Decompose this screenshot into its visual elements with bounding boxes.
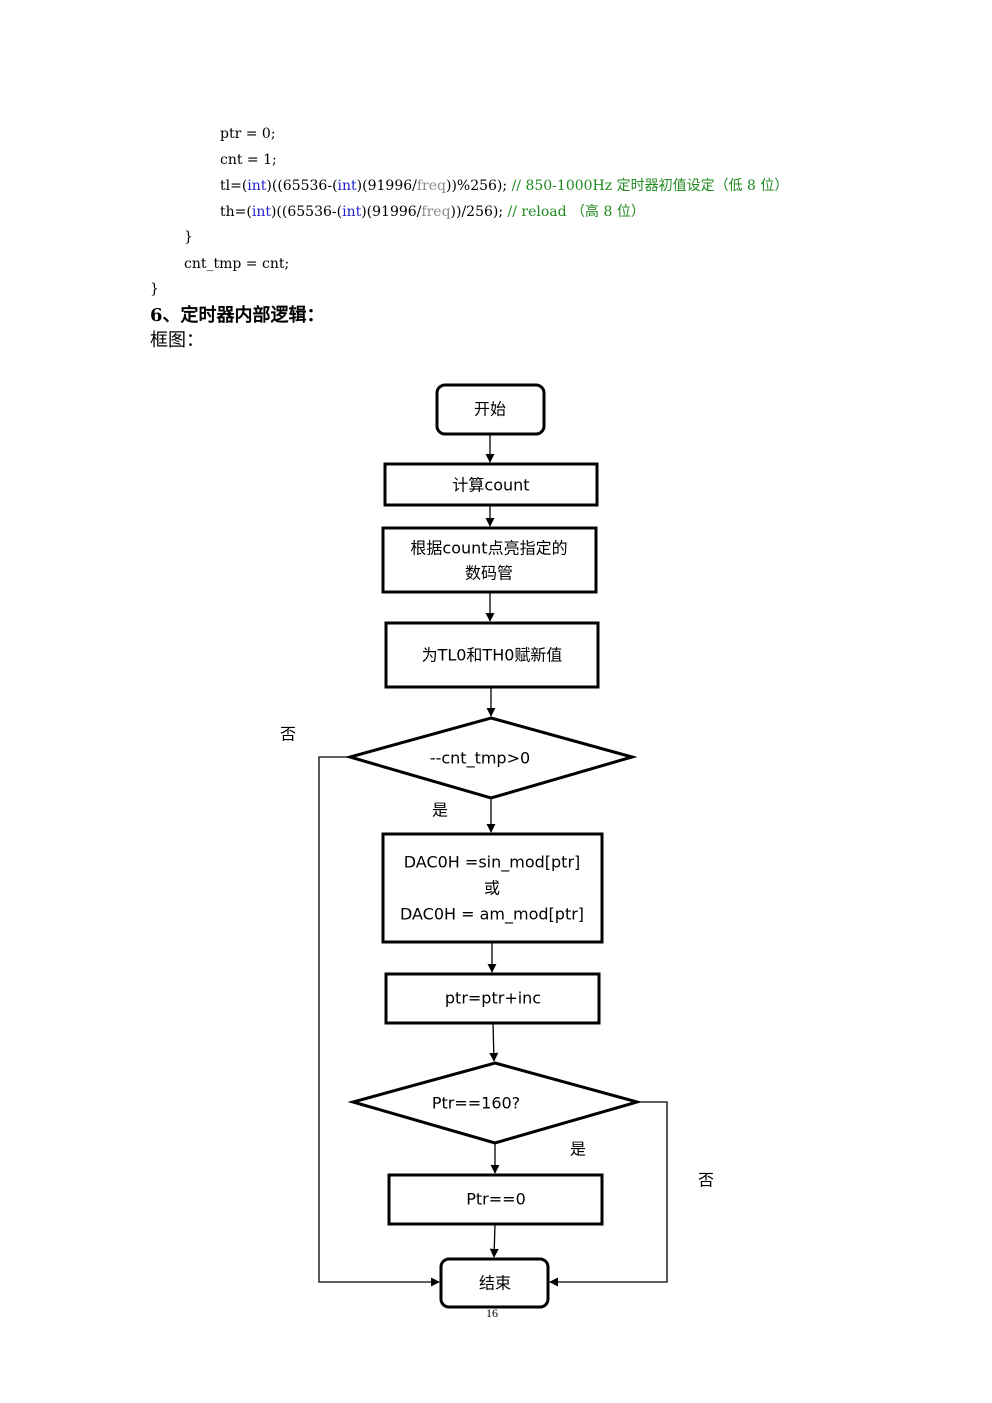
code-line-cnt-tmp: cnt_tmp = cnt; <box>184 256 290 272</box>
code-line-th: th=(int)((65536-(int)(91996/freq))/256);… <box>220 204 645 220</box>
cond1-diamond <box>344 716 638 800</box>
code-variable: freq <box>416 178 446 194</box>
end-terminal <box>439 1257 550 1309</box>
arrow-reset-to-end <box>489 1223 499 1258</box>
section-subheading: 框图： <box>150 330 204 351</box>
dac-label-line2: 或 <box>484 879 500 898</box>
code-line-cnt: cnt = 1; <box>220 152 277 168</box>
light-display-box <box>381 526 598 594</box>
end-label: 结束 <box>479 1274 511 1293</box>
dac-label-line3: DAC0H = am_mod[ptr] <box>400 905 584 925</box>
dac-output-box <box>381 832 604 944</box>
page-number: 16 <box>486 1306 498 1320</box>
light-label-line1: 根据count点亮指定的 <box>410 539 567 558</box>
code-comment: // reload （高 8 位） <box>507 204 645 220</box>
code-keyword: int <box>251 204 271 220</box>
assign-timer-box <box>384 621 600 689</box>
start-label: 开始 <box>474 400 506 419</box>
code-keyword: int <box>342 204 362 220</box>
cond1-label: --cnt_tmp>0 <box>430 749 530 769</box>
code-token: ))/256); <box>450 204 504 220</box>
reset-ptr-label: Ptr==0 <box>466 1190 526 1209</box>
flow-connectors <box>318 434 668 1287</box>
code-token: )((65536-( <box>270 204 343 220</box>
code-token: )((65536-( <box>266 178 338 194</box>
code-token: )(91996/ <box>356 178 417 194</box>
code-token: th=( <box>220 204 252 220</box>
cond1-yes-label: 是 <box>432 801 448 820</box>
assign-label: 为TL0和TH0赋新值 <box>422 646 563 665</box>
cond1-no-label: 否 <box>280 725 296 744</box>
arrow-cond1-no <box>318 756 440 1287</box>
calc-count-label: 计算count <box>452 476 529 495</box>
ptr-inc-box <box>384 972 601 1025</box>
code-line-tl: tl=(int)((65536-(int)(91996/freq))%256);… <box>220 178 788 194</box>
arrow-ptr-to-cond2 <box>489 1022 499 1062</box>
cond2-yes-label: 是 <box>570 1140 586 1159</box>
code-keyword: int <box>337 178 357 194</box>
code-variable: freq <box>421 204 451 220</box>
code-line-ptr: ptr = 0; <box>220 126 276 142</box>
code-comment: // 850-1000Hz 定时器初值设定（低 8 位） <box>511 178 789 194</box>
ptr-inc-label: ptr=ptr+inc <box>445 989 541 1008</box>
code-close-brace-inner: } <box>184 229 193 245</box>
reset-ptr-box <box>387 1173 604 1226</box>
cond2-diamond <box>347 1061 643 1145</box>
code-close-brace-outer: } <box>150 281 159 297</box>
cond2-no-label: 否 <box>698 1171 714 1190</box>
calc-count-box <box>383 462 599 507</box>
section-heading: 6、定时器内部逻辑： <box>150 305 325 326</box>
start-terminal <box>435 383 546 436</box>
cond2-label: Ptr==160? <box>432 1094 520 1113</box>
code-keyword: int <box>247 178 267 194</box>
dac-label-line1: DAC0H =sin_mod[ptr] <box>404 853 581 873</box>
arrow-cond2-no <box>549 1101 668 1287</box>
code-token: tl=( <box>220 178 248 194</box>
code-token: )(91996/ <box>361 204 422 220</box>
light-label-line2: 数码管 <box>465 564 513 583</box>
code-token: ))%256); <box>445 178 508 194</box>
